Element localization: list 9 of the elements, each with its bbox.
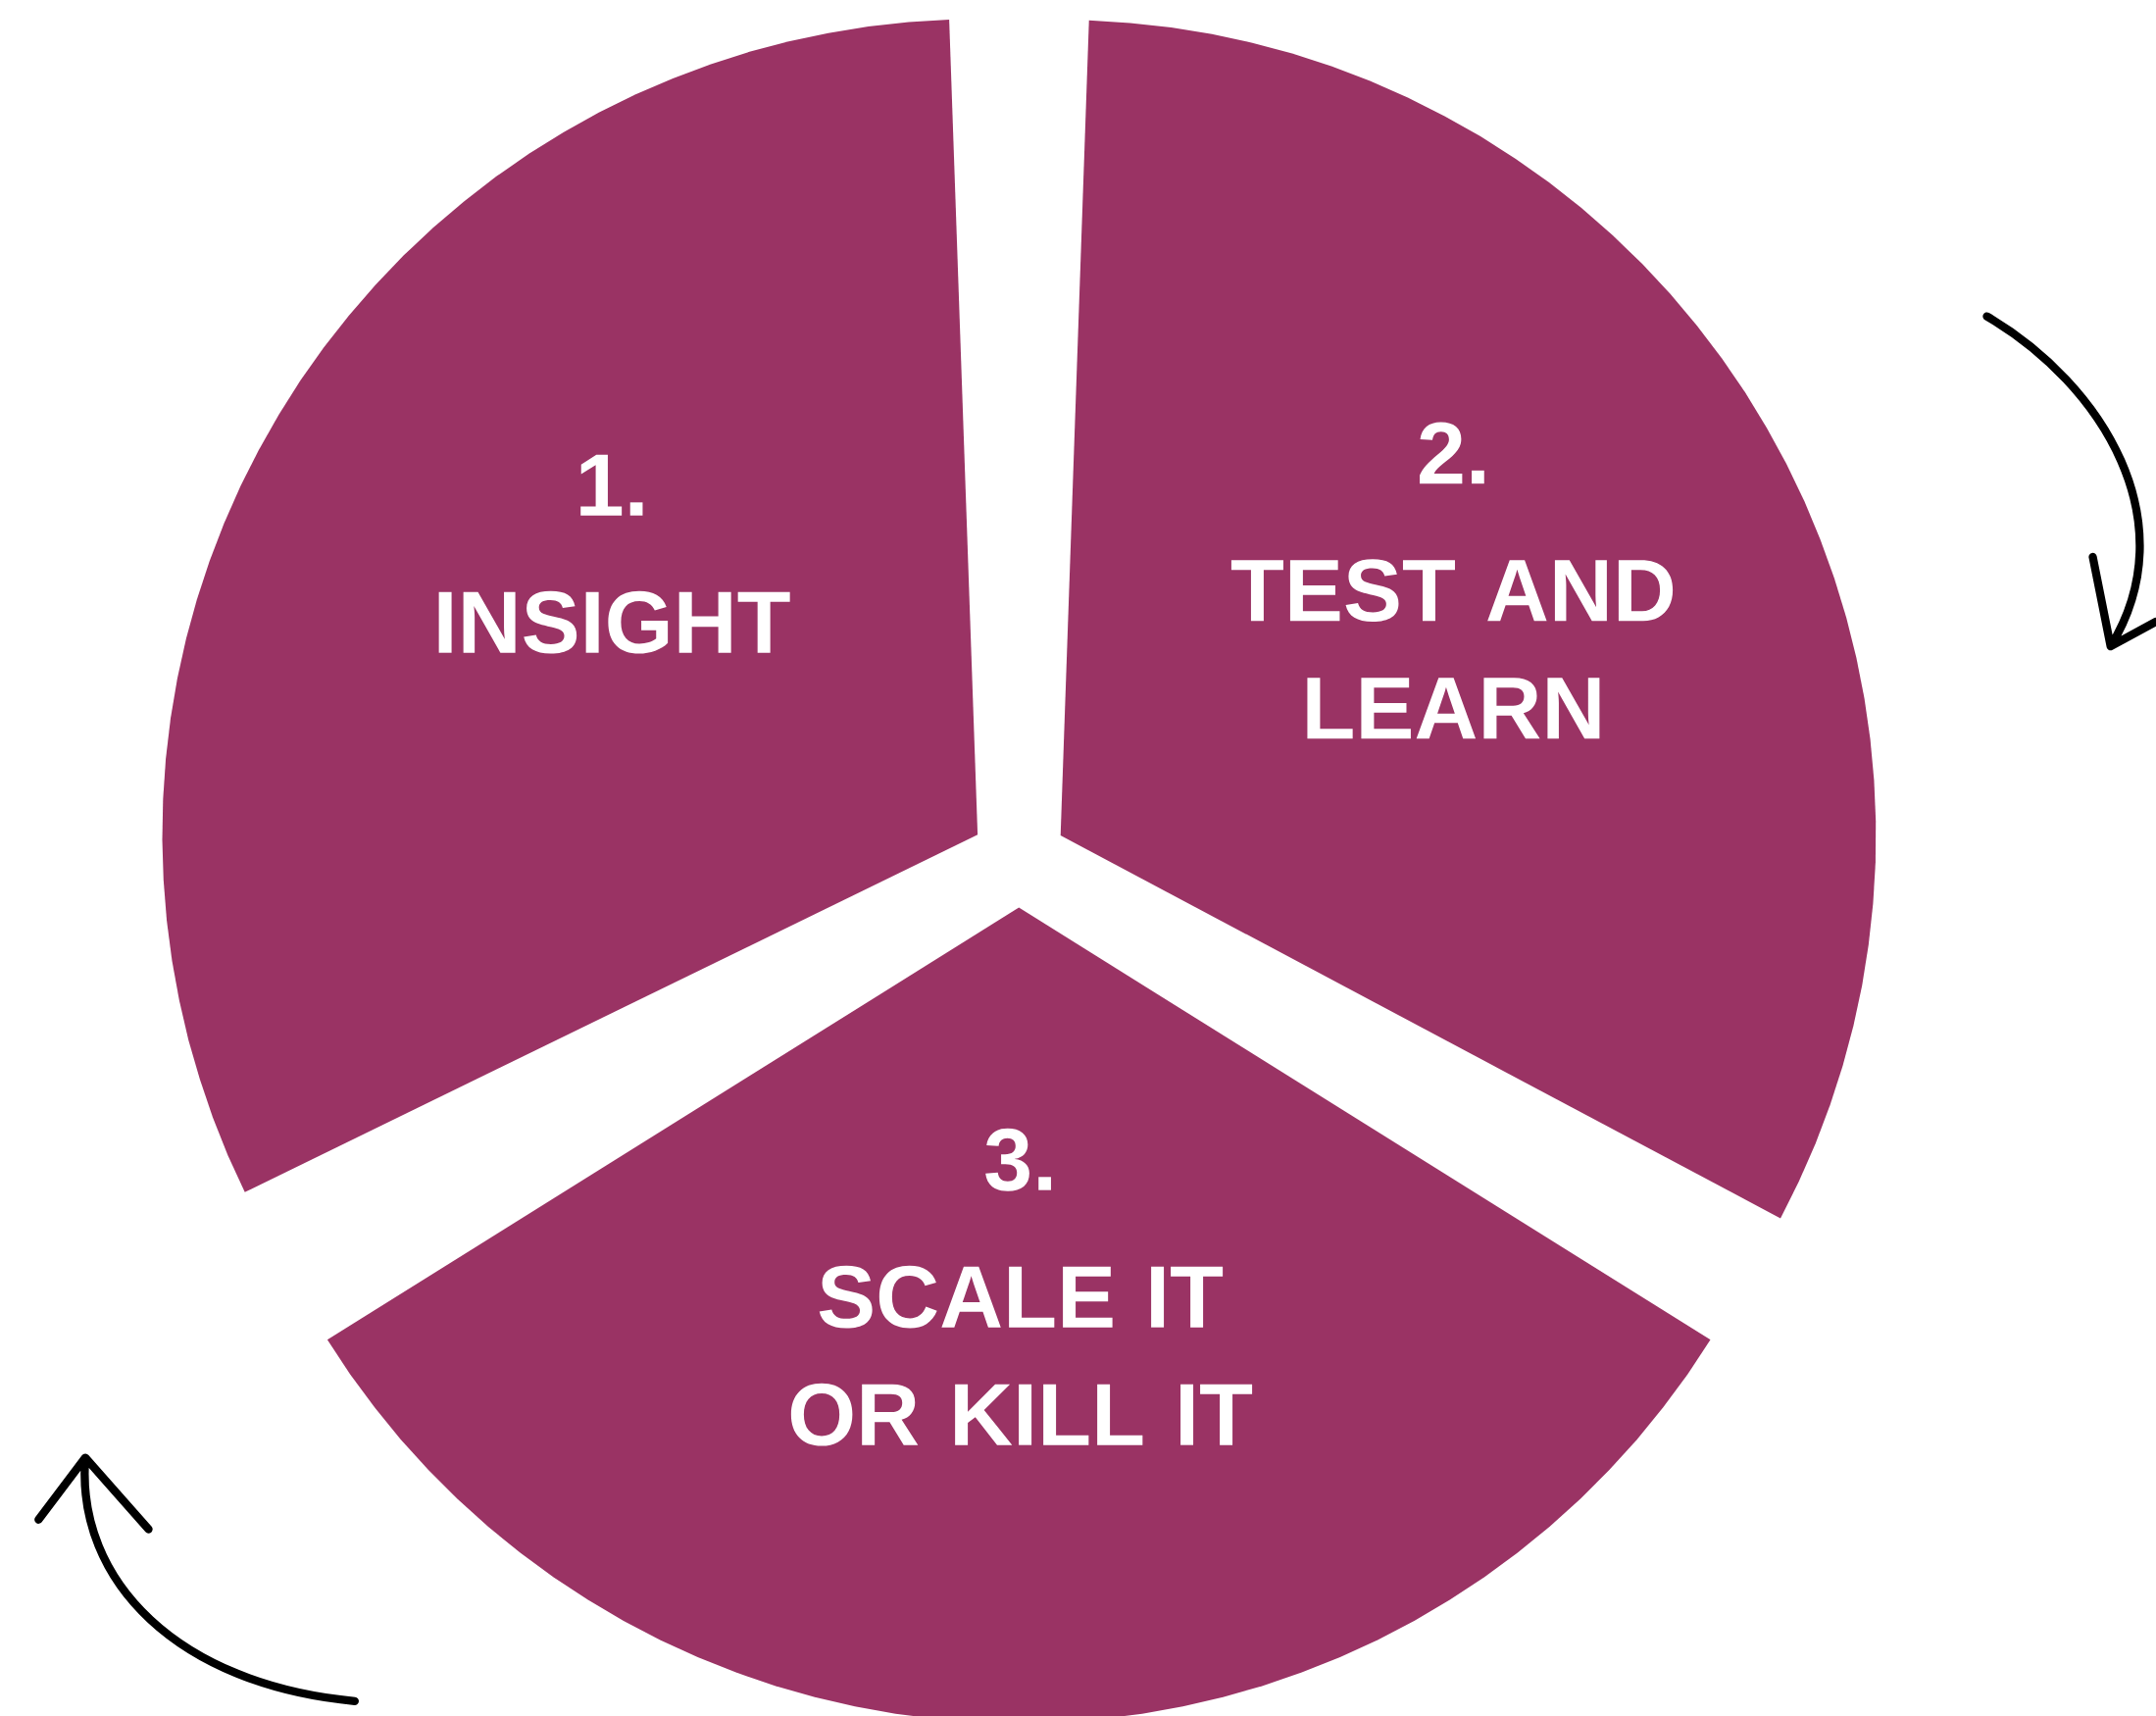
pie-segment: 3. SCALE IT OR KILL IT [326, 907, 1711, 1716]
node-label: 3. [985, 1128, 1051, 1191]
pie-segment: 1. INSIGHT [162, 20, 978, 1192]
node-label: INSIGHT [438, 590, 790, 654]
node-label: TEST AND LEARN [1230, 559, 1674, 739]
node-label: SCALE IT OR KILL IT [790, 1265, 1253, 1446]
node-label: 2. [1420, 422, 1484, 484]
pie-segment: 2. TEST AND LEARN [1060, 20, 1877, 1219]
node-label: 1. [580, 454, 643, 516]
